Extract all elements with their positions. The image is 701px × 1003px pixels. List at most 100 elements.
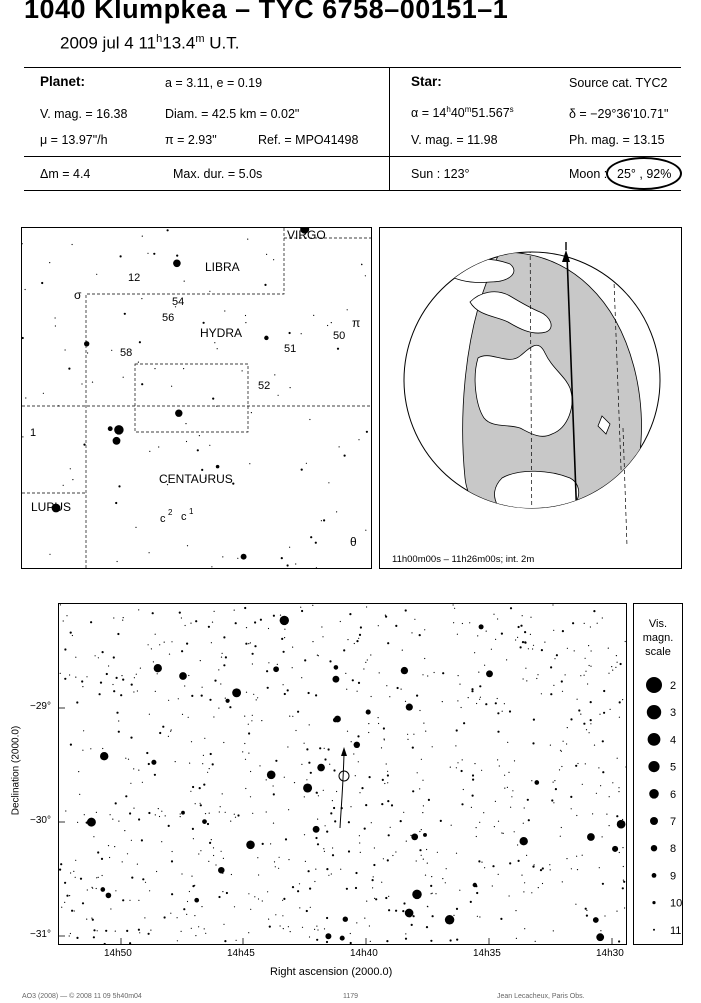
star-dot [202,763,204,765]
star-dot [603,711,606,714]
star-dot [110,908,112,910]
star-dot [395,624,398,627]
star-label-1: 1 [30,427,36,439]
star-dot [251,720,253,722]
footer-center: 1179 [343,993,359,1000]
star-dot [534,940,536,942]
star-dot [524,928,526,930]
star-dot [588,732,590,734]
star-dot [246,840,255,850]
star-dot [359,792,361,794]
star-dot [477,635,479,637]
star-dot [453,622,455,624]
star-dot [346,688,348,690]
star-dot [195,935,197,937]
star-dot [91,886,93,888]
star-dot [552,604,554,606]
star-dot [168,699,170,701]
star-dot [181,810,185,815]
finder-chart-svg: VIRGO LIBRA HYDRA CENTAURUS LUPUS 12 σ 5… [22,228,371,568]
star-dot [316,792,318,794]
star-dot [245,691,248,693]
star-dot [199,802,201,804]
star-dot [149,450,151,452]
star-dot [512,790,514,792]
star-dot [234,622,237,625]
star-dot [174,761,176,763]
star-dot [144,881,147,883]
star-dot [303,834,306,836]
star-dot [69,468,71,470]
star-dot [94,655,96,657]
star-dot [268,662,270,664]
star-dot [100,752,109,761]
star-dot [587,683,589,685]
star-dot [198,926,200,928]
star-dot [616,815,619,818]
star-dot [324,825,326,827]
star-dot [584,907,587,910]
star-dot [354,775,356,777]
star-dot [83,814,85,816]
star-dot [51,503,61,513]
star-dot [595,792,598,794]
star-dot [622,879,625,881]
star-dot [395,909,398,912]
star-dot [114,425,124,435]
star-dot [513,831,515,833]
star-dot [248,732,251,735]
star-dot [589,626,592,628]
star-dot [301,926,304,928]
star-dot [289,387,291,389]
star-label-50: 50 [333,330,345,342]
star-dot [59,868,62,871]
star-dot [566,858,568,860]
star-dot [599,713,601,715]
star-dot [274,866,276,868]
star-dot [141,383,144,386]
star-dot [181,873,183,875]
star-dot [425,730,427,732]
star-dot [409,916,411,918]
star-dot [82,749,84,751]
star-ra: α = 14h40m51.567s [411,105,514,120]
star-dot [420,829,422,831]
star-dot [250,908,252,910]
scale-label-mag-11: 11 [670,925,681,937]
star-dot [412,889,422,900]
star-dot [484,664,486,666]
star-dot [288,859,290,861]
star-dot [22,336,24,340]
star-dot [163,916,166,919]
star-dot [321,626,323,628]
star-dot [259,765,261,767]
star-dot [219,806,221,808]
star-dot [315,567,317,568]
star-dot [207,625,210,628]
star-dot [457,700,459,702]
star-dot [257,898,260,900]
scale-dot-mag-9 [651,873,657,878]
star-source-catalog: Source cat. TYC2 [569,76,668,90]
star-dot [539,869,543,872]
star-dot [549,864,551,866]
star-ra-seconds: 51.567 [471,106,510,121]
star-dot [596,622,598,624]
ra-tick-label-1440: 14h40 [350,948,378,959]
star-dot [139,667,141,669]
star-dot [170,912,172,914]
planet-reference: Ref. = MPO41498 [258,133,359,147]
star-dot [133,807,135,809]
star-dot [510,806,512,808]
star-dot [186,900,189,903]
star-dot [386,685,388,687]
star-dot [435,893,437,895]
star-dot [147,252,149,254]
star-dot [279,615,289,626]
star-dot [278,867,280,869]
star-dot [329,763,331,765]
star-dot [138,609,140,611]
star-dot [297,890,300,893]
star-dot [358,439,360,441]
star-dot [381,881,383,883]
